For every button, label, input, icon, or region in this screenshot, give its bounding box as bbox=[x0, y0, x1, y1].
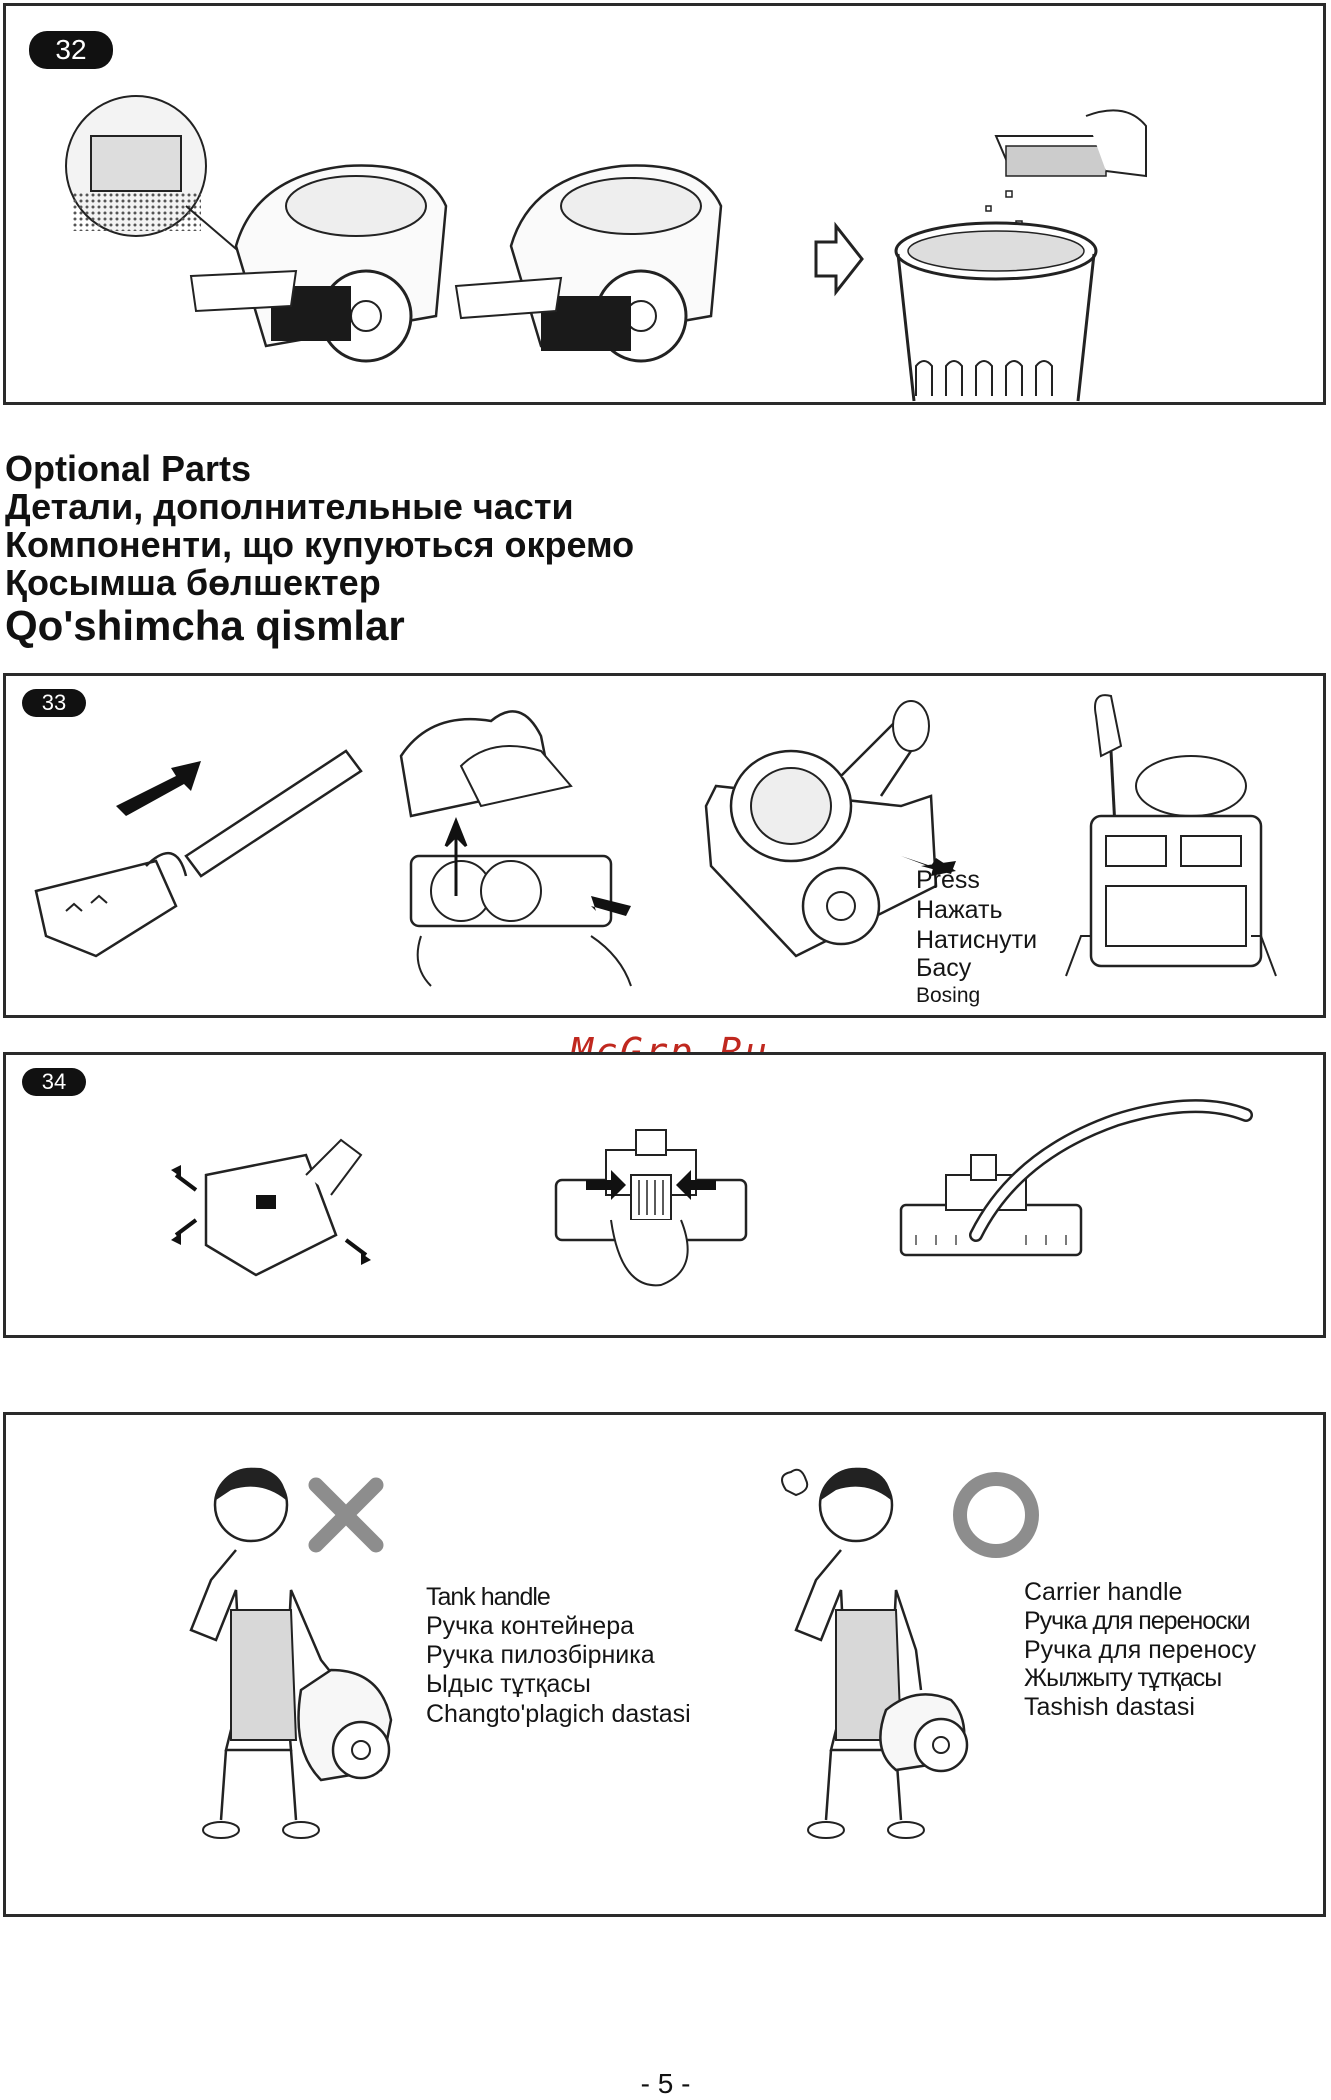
vacuum-dust-bin-detached-illustration bbox=[454, 164, 723, 363]
press-label-kk: Басу bbox=[916, 954, 972, 982]
press-label-uk: Натиснути bbox=[916, 926, 1038, 954]
right-label-ru: Ручка для переноски bbox=[1024, 1607, 1251, 1635]
turbo-brush-cover-removal-illustration bbox=[399, 710, 632, 987]
right-label-uz: Tashish dastasi bbox=[1024, 1693, 1195, 1721]
step-34-panel: 34 bbox=[3, 1052, 1326, 1338]
wrong-cross-icon bbox=[308, 1477, 384, 1553]
correct-circle-icon bbox=[953, 1472, 1039, 1558]
press-label-uz: Bosing bbox=[916, 984, 981, 1007]
cleaning-brush-with-hose-illustration bbox=[899, 1099, 1253, 1257]
page-number: - 5 - bbox=[640, 2068, 691, 2099]
step-32-badge: 32 bbox=[29, 31, 113, 69]
heading-line-en: Optional Parts bbox=[5, 448, 252, 489]
right-label-uk: Ручка для переносу bbox=[1024, 1636, 1257, 1664]
next-step-arrow-icon bbox=[814, 221, 864, 297]
brush-head-underside-illustration bbox=[554, 1129, 748, 1287]
press-label-en: Press bbox=[916, 866, 980, 894]
step-33-panel: 33 Press Нажать Натиснути Басу Bosing bbox=[3, 673, 1326, 1018]
emptying-filter-into-bin-illustration bbox=[894, 109, 1147, 402]
turbo-brush-attach-to-tube-illustration bbox=[34, 749, 363, 958]
heading-line-uk: Компоненти, що купуються окремо bbox=[5, 524, 635, 565]
wrong-label-ru: Ручка контейнера bbox=[426, 1612, 635, 1640]
press-label-ru: Нажать bbox=[916, 896, 1003, 924]
wrong-label-uz: Changto'plagich dastasi bbox=[426, 1700, 691, 1728]
right-carry-person-illustration bbox=[781, 1467, 969, 1839]
vacuum-dust-bin-removal-illustration bbox=[65, 95, 448, 363]
heading-line-uz: Qo'shimcha qismlar bbox=[5, 602, 405, 649]
heading-line-ru: Детали, дополнительные части bbox=[5, 486, 574, 527]
turbo-brush-open-with-press-tab-illustration bbox=[704, 700, 956, 958]
brush-head-adjustment-illustration bbox=[171, 1138, 371, 1277]
wrong-label-uk: Ручка пилозбірника bbox=[426, 1641, 655, 1669]
step-32-panel: 32 bbox=[3, 3, 1326, 405]
right-label-en: Carrier handle bbox=[1024, 1578, 1183, 1606]
carry-handle-panel: Tank handle Ручка контейнера Ручка пилоз… bbox=[3, 1412, 1326, 1917]
wrong-label-kk: Ыдыс тұтқасы bbox=[426, 1670, 591, 1698]
step-33-badge: 33 bbox=[22, 689, 86, 717]
heading-line-kk: Қосымша бөлшектер bbox=[5, 562, 381, 603]
wrong-label-en: Tank handle bbox=[426, 1583, 551, 1611]
wrong-carry-person-illustration bbox=[189, 1467, 393, 1839]
screwdriver-on-brush-housing-illustration bbox=[1065, 694, 1277, 977]
step-34-badge: 34 bbox=[22, 1068, 86, 1096]
right-label-kk: Жылжыту тұтқасы bbox=[1024, 1664, 1222, 1692]
